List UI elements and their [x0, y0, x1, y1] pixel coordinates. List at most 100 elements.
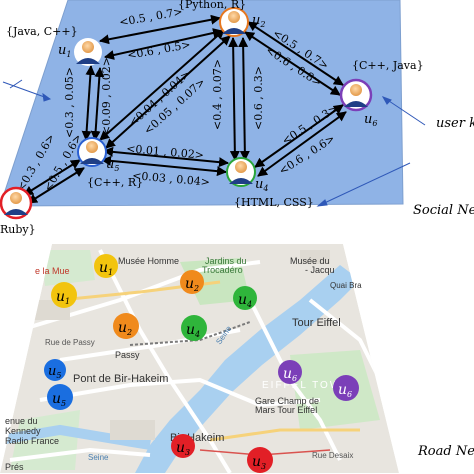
keyword-arrow-bottom-head: [316, 199, 328, 207]
edge-label: <0.3 , 0.05>: [63, 67, 76, 138]
svg-text:u3: u3: [176, 440, 190, 457]
svg-text:u4: u4: [238, 292, 252, 309]
node-keywords: {C++, R}: [87, 176, 143, 189]
map-label: Kennedy: [5, 426, 41, 436]
map-pins: u1 u1 u2 u2 u4 u4 u5 u5: [44, 254, 359, 473]
edges: [23, 14, 347, 204]
map-label: Jardins du: [205, 256, 247, 266]
map-pin-u3: u3: [247, 447, 273, 473]
person-body: [229, 178, 253, 184]
map-label: Rue de Passy: [45, 338, 95, 347]
node-keywords: Ruby}: [0, 223, 36, 236]
pin-circle: [333, 375, 359, 401]
node-keywords: {C++, Java}: [352, 59, 424, 72]
metro-line: [129, 321, 251, 346]
map-pin-u6: u6: [333, 375, 359, 401]
park-area: [40, 250, 95, 286]
road: [39, 377, 321, 408]
map-label: EIFFEL TOWER: [262, 380, 359, 391]
person-icon: [228, 11, 240, 23]
map-label: Seine: [88, 453, 109, 462]
person-body: [80, 158, 104, 164]
node-label: u2: [252, 13, 265, 29]
map-label: Tour Eiffel: [292, 317, 341, 329]
node-label: u4: [255, 177, 268, 193]
edge-label: <0.4 , 0.07>: [211, 59, 224, 130]
map-pin-u2: u2: [180, 270, 204, 294]
road: [59, 328, 241, 362]
pin-circle: [181, 315, 207, 341]
svg-text:u5: u5: [52, 391, 66, 408]
svg-text:u1: u1: [99, 260, 113, 277]
map-label: enue du: [5, 416, 38, 426]
map-pin-u1: u1: [51, 282, 77, 308]
pin-circle: [94, 254, 118, 278]
user-node-u2: u2 {Python, R}: [178, 0, 265, 37]
user-node-u5: u5 {C++, R}: [77, 137, 143, 189]
pin-circle: [51, 282, 77, 308]
map-label: Musée du: [290, 256, 330, 266]
map-label: e la Mue: [35, 266, 70, 276]
edge-u2-u5b: [105, 35, 231, 149]
building-block: [300, 250, 330, 264]
user-node-u4: u4 {HTML, CSS}: [226, 157, 314, 209]
map-label: - Jacqu: [305, 265, 335, 275]
keyword-arrow-right-head: [381, 96, 392, 105]
person-body: [344, 101, 368, 107]
edge-u5-u3b: [27, 167, 85, 204]
keyword-arrow-top: [9, 79, 23, 89]
edge-u2-u4a: [228, 37, 240, 161]
edge-label: <0.09 , 0.02>: [100, 57, 113, 135]
road-network-map: [0, 244, 399, 473]
node-label: u5: [106, 157, 119, 173]
map-pin-u6: u6: [278, 360, 302, 384]
pin-circle: [233, 286, 257, 310]
user-node-u1: u1 {Java, C++}: [6, 25, 102, 66]
person-icon: [86, 141, 98, 153]
node-label: u1: [58, 43, 71, 59]
building-block: [110, 420, 155, 440]
map-pin-u2: u2: [113, 313, 139, 339]
edge-label: <0.6 , 0.3>: [252, 66, 265, 130]
map-pin-u4: u4: [181, 315, 207, 341]
user-node-u3: Ruby}: [0, 186, 36, 236]
edge-u4-u6b: [257, 111, 347, 177]
svg-text:u3: u3: [252, 454, 266, 471]
person-body: [222, 28, 246, 34]
map-label: Mars Tour Eiffel: [255, 405, 317, 415]
pin-circle: [113, 313, 139, 339]
road-network-caption: Road Ne: [417, 444, 474, 459]
svg-text:u5: u5: [48, 364, 61, 380]
edge-u2-u4b: [238, 37, 250, 161]
road: [9, 447, 151, 462]
keyword-arrow-left: [2, 81, 51, 100]
pin-circle: [180, 270, 204, 294]
map-label: Radio France: [5, 436, 59, 446]
map-label: Gare Champ de: [255, 396, 319, 406]
map-pin-u5: u5: [44, 359, 66, 381]
keyword-arrow-left-head: [42, 92, 52, 102]
node-label: u6: [364, 112, 377, 128]
person-icon: [82, 41, 94, 53]
map-pin-u1: u1: [94, 254, 118, 278]
seine-river: [135, 265, 360, 473]
person-icon: [235, 161, 247, 173]
map-label: Rue Desaix: [312, 451, 353, 460]
map-label: Quai Bra: [330, 281, 362, 290]
person-body: [4, 209, 28, 215]
annotation-arrows: [2, 79, 426, 207]
major-road: [209, 428, 360, 442]
social-network-caption: Social Ne: [413, 203, 474, 218]
map-pin-u3: u3: [171, 434, 195, 458]
map-label: Passy: [115, 350, 140, 360]
edge-u5-u4b: [101, 155, 227, 177]
svg-text:u2: u2: [118, 320, 132, 337]
map-labels: Musée Homme Jardins du Trocadéro Musée d…: [5, 256, 362, 472]
map-label: Pont de Bir-Hakeim: [73, 373, 168, 385]
person-icon: [350, 84, 362, 96]
edge-u1-u5a: [81, 65, 96, 141]
edge-u1-u5b: [90, 67, 105, 141]
user-keywords-caption: user k: [436, 116, 474, 131]
person-icon: [10, 192, 22, 204]
